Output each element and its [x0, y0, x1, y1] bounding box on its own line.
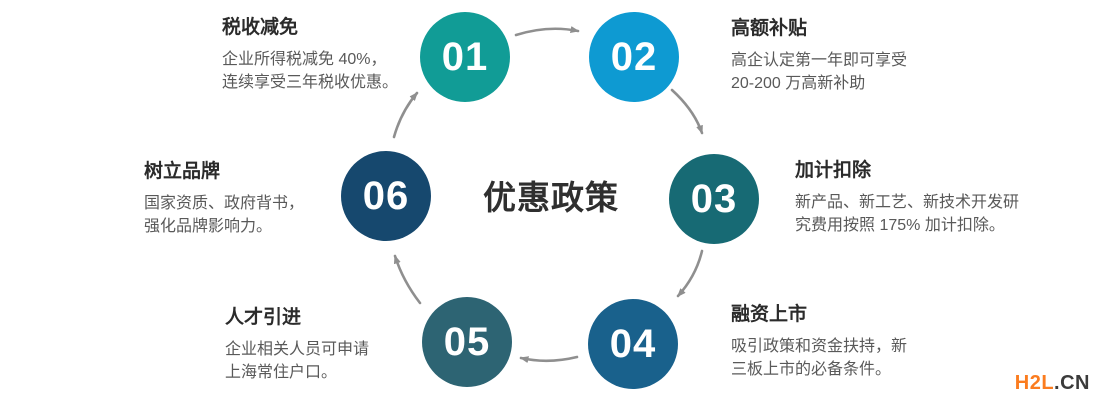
- step-text-brand: 树立品牌 国家资质、政府背书， 强化品牌影响力。: [144, 156, 304, 238]
- step-text-subsidy: 高额补贴 高企认定第一年即可享受 20-200 万高新补助: [731, 13, 907, 95]
- step-title: 加计扣除: [795, 160, 872, 181]
- step-number-03: 03: [690, 176, 738, 221]
- step-number-02: 02: [610, 34, 658, 79]
- arrow-03-to-04: [676, 249, 704, 298]
- step-description: 吸引政策和资金扶持，新 三板上市的必备条件。: [731, 338, 908, 378]
- step-text-financing: 融资上市 吸引政策和资金扶持，新 三板上市的必备条件。: [731, 299, 907, 381]
- arrow-02-to-03: [670, 88, 704, 135]
- step-text-tax-relief: 税收减免 企业所得税减免 40%， 连续享受三年税收优惠。: [222, 12, 398, 94]
- step-circle-06: 06: [341, 151, 431, 241]
- watermark-suffix: .CN: [1054, 372, 1090, 394]
- step-circle-03: 03: [669, 154, 759, 244]
- step-number-01: 01: [441, 34, 489, 79]
- step-circle-05: 05: [422, 297, 512, 387]
- step-title: 融资上市: [731, 304, 808, 325]
- step-title: 树立品牌: [144, 161, 221, 182]
- step-description: 企业所得税减免 40%， 连续享受三年税收优惠。: [222, 51, 399, 91]
- arrow-06-to-01: [392, 91, 419, 139]
- arrow-04-to-05: [519, 355, 579, 364]
- step-circle-04: 04: [588, 299, 678, 389]
- step-title: 人才引进: [225, 307, 302, 328]
- step-title: 高额补贴: [731, 18, 808, 39]
- step-circle-01: 01: [420, 12, 510, 102]
- step-description: 高企认定第一年即可享受 20-200 万高新补助: [731, 52, 908, 92]
- step-circle-02: 02: [589, 12, 679, 102]
- arrow-05-to-06: [393, 254, 422, 305]
- watermark-logo: H2L.CN: [1015, 372, 1090, 395]
- step-description: 企业相关人员可申请 上海常住户口。: [225, 341, 370, 381]
- step-description: 新产品、新工艺、新技术开发研 究费用按照 175% 加计扣除。: [795, 194, 1020, 234]
- step-number-05: 05: [443, 319, 491, 364]
- step-description: 国家资质、政府背书， 强化品牌影响力。: [144, 195, 305, 235]
- arrow-01-to-02: [514, 26, 580, 37]
- step-title: 税收减免: [222, 17, 299, 38]
- step-number-04: 04: [609, 321, 657, 366]
- diagram-title: 优惠政策: [483, 179, 619, 216]
- step-text-talent: 人才引进 企业相关人员可申请 上海常住户口。: [225, 302, 369, 384]
- watermark-brand: H2L: [1014, 372, 1055, 394]
- step-number-06: 06: [362, 173, 410, 218]
- step-text-deduction: 加计扣除 新产品、新工艺、新技术开发研 究费用按照 175% 加计扣除。: [795, 155, 1019, 237]
